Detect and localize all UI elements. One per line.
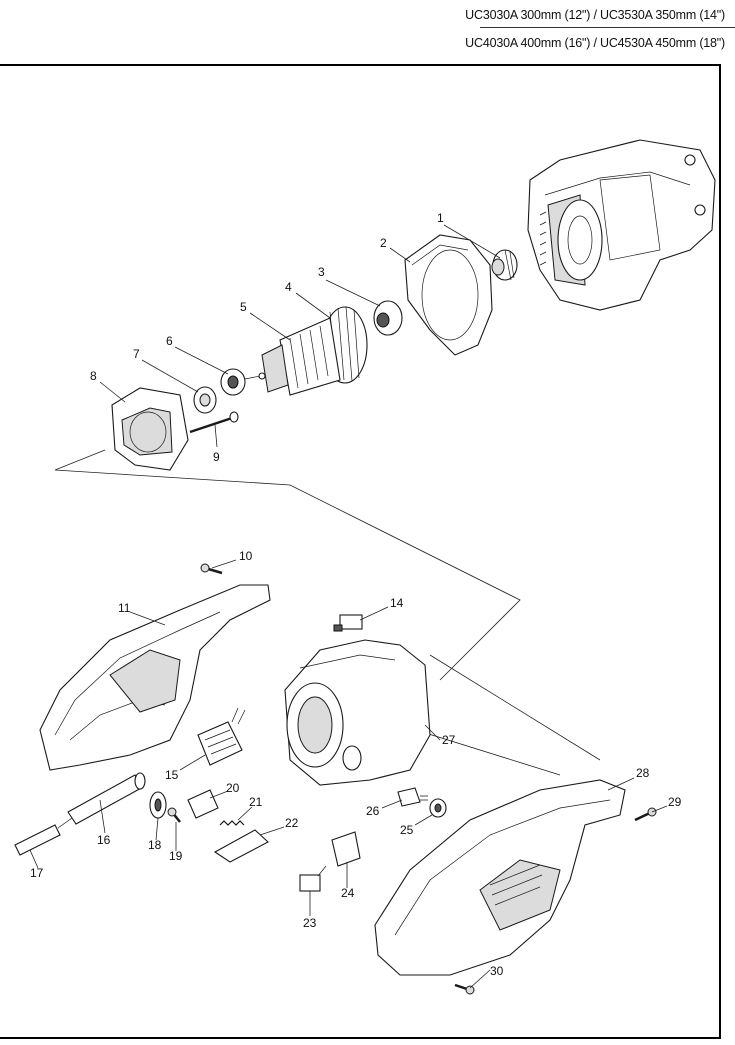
part-17-power-cord	[14, 817, 73, 856]
part-10-screw	[200, 563, 223, 575]
part-9-screw	[189, 411, 239, 434]
leader-lines	[29, 224, 668, 989]
callout-17: 17	[30, 866, 44, 880]
part-15-terminal-block	[197, 707, 246, 766]
part-26-carbon-brush	[397, 787, 428, 807]
callout-26: 26	[366, 804, 380, 818]
part-29-screw	[634, 807, 657, 822]
callout-11: 11	[118, 601, 131, 615]
part-23-noise-suppressor	[299, 865, 327, 892]
part-21-spring	[219, 820, 245, 826]
part-24-switch-unit	[331, 831, 361, 867]
model-line-2: UC4030A 400mm (16") / UC4530A 450mm (18"…	[465, 36, 725, 50]
part-30-screw	[454, 983, 475, 995]
part-3-bearing	[373, 300, 403, 336]
part-1-bearing	[491, 249, 518, 281]
part-2-baffle-plate	[404, 234, 493, 356]
callout-3: 3	[318, 265, 325, 279]
callout-19: 19	[169, 849, 183, 863]
part-6-bearing	[220, 368, 246, 396]
callout-21: 21	[249, 795, 263, 809]
part-5-armature-core	[239, 317, 341, 396]
part-25-brush-holder-cap	[429, 798, 447, 818]
callout-6: 6	[166, 334, 173, 348]
callout-8: 8	[90, 369, 97, 383]
header-rule	[480, 27, 735, 28]
part-16-cord-guard	[67, 772, 146, 825]
callout-24: 24	[341, 886, 355, 900]
callout-30: 30	[490, 964, 504, 978]
crankcase-housing	[527, 139, 716, 311]
callout-14: 14	[390, 596, 404, 610]
callout-20: 20	[226, 781, 240, 795]
callout-10: 10	[239, 549, 253, 563]
callout-9: 9	[213, 450, 220, 464]
part-8-field-stator	[111, 387, 189, 471]
callout-4: 4	[285, 280, 292, 294]
callout-18: 18	[148, 838, 162, 852]
part-7-bearing	[193, 386, 217, 414]
diagram-frame	[0, 64, 721, 1039]
part-28-handle-housing	[374, 779, 626, 976]
callout-7: 7	[133, 347, 140, 361]
model-line-1: UC3030A 300mm (12") / UC3530A 350mm (14"…	[465, 8, 725, 22]
part-22-switch-trigger	[213, 829, 269, 863]
callout-27: 27	[442, 733, 456, 747]
callout-16: 16	[97, 833, 111, 847]
callout-22: 22	[285, 816, 299, 830]
part-11-housing-half	[39, 584, 271, 771]
callout-2: 2	[380, 236, 387, 250]
callout-15: 15	[165, 768, 179, 782]
callout-28: 28	[636, 766, 650, 780]
callout-23: 23	[303, 916, 317, 930]
callout-1: 1	[437, 211, 444, 225]
part-27-motor-housing	[284, 639, 431, 786]
callout-25: 25	[400, 823, 414, 837]
part-20-lock-lever	[187, 789, 219, 819]
callout-numbers: 1 2 3 4 5 6 7 8 9 10 11 14 15 16 17 18 1…	[30, 211, 682, 978]
part-19-screw	[167, 807, 181, 823]
callout-5: 5	[240, 300, 247, 314]
part-14-switch	[333, 614, 363, 632]
callout-29: 29	[668, 795, 682, 809]
part-18-strain-relief	[149, 791, 167, 819]
